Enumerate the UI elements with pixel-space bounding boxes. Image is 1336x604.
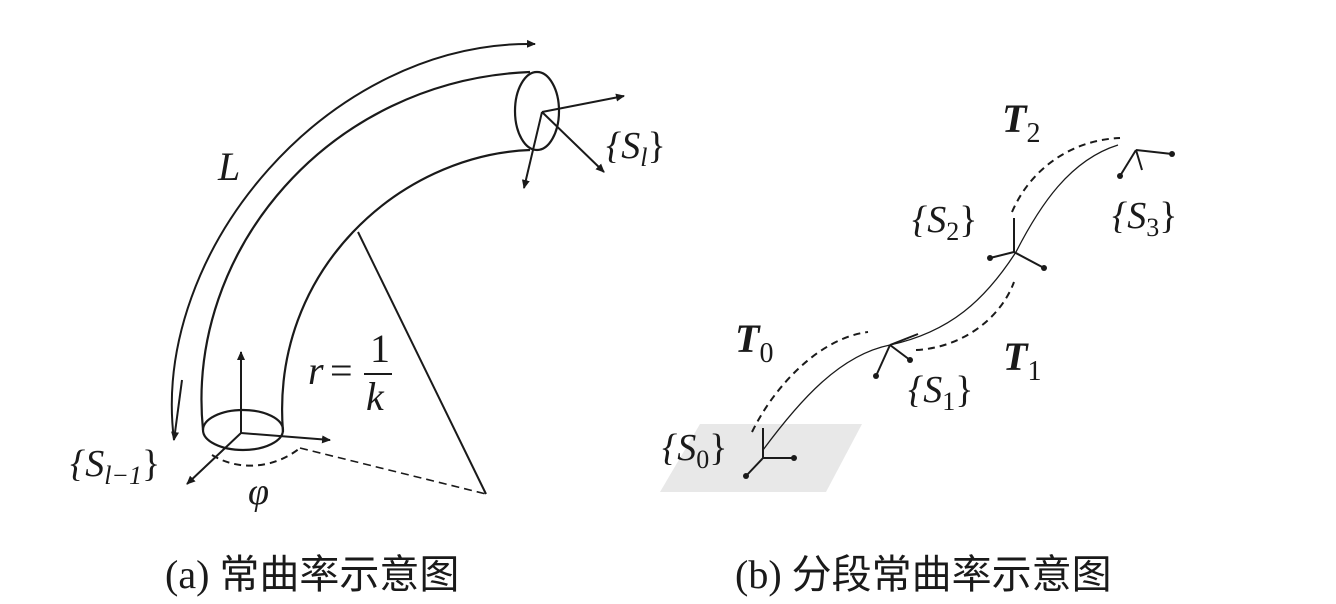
label-S2: {S2} <box>912 199 977 246</box>
caption-a: (a) 常曲率示意图 <box>165 552 459 597</box>
arc-length-label: L <box>217 144 240 189</box>
center-dashed-line <box>299 447 487 495</box>
label-S0: {S0} <box>662 427 727 474</box>
arc-length-arrow-start <box>171 379 183 441</box>
caption-b: (b) 分段常曲率示意图 <box>735 552 1112 597</box>
start-frame-label: {Sl−1} <box>70 443 160 490</box>
label-T1: T1 <box>1003 334 1041 387</box>
tube-end-cap <box>513 70 561 152</box>
phi-angle-arc <box>211 447 301 467</box>
label-T0: T0 <box>735 316 773 369</box>
frame-S3-axes <box>1117 149 1175 179</box>
tangent-T2 <box>1011 137 1121 213</box>
tube-base-ellipse <box>201 408 285 452</box>
arc-length-arrow <box>171 39 536 441</box>
phi-label: φ <box>248 471 269 513</box>
radius-numerator: 1 <box>370 326 390 371</box>
panel-a: L {Sl} {Sl−1} r = 1 k φ (a) 常曲率示意图 <box>70 39 666 597</box>
label-T2: T2 <box>1002 96 1040 149</box>
label-S3: {S3} <box>1112 195 1177 242</box>
tangent-T0 <box>751 331 869 433</box>
tangent-T1 <box>915 281 1015 351</box>
radius-label: r <box>308 348 324 393</box>
radius-line <box>357 231 487 495</box>
label-S1: {S1} <box>908 369 973 416</box>
base-frame-axes <box>186 351 331 485</box>
frame-S0-axes <box>743 428 797 479</box>
end-frame-label: {Sl} <box>606 125 666 172</box>
frame-S1-axes <box>873 333 919 379</box>
end-frame-axes <box>521 93 625 189</box>
tube-inner-edge <box>281 148 531 433</box>
backbone-curve <box>762 144 1119 451</box>
tube-outer-edge <box>200 70 531 431</box>
panel-b: T0 T1 T2 {S0} {S1} {S2} {S3} (b) 分段常曲率示意… <box>660 96 1177 597</box>
frame-S2-axes <box>987 218 1047 271</box>
radius-equals: = <box>330 348 353 393</box>
radius-denominator: k <box>366 374 385 419</box>
base-plate <box>660 424 862 492</box>
